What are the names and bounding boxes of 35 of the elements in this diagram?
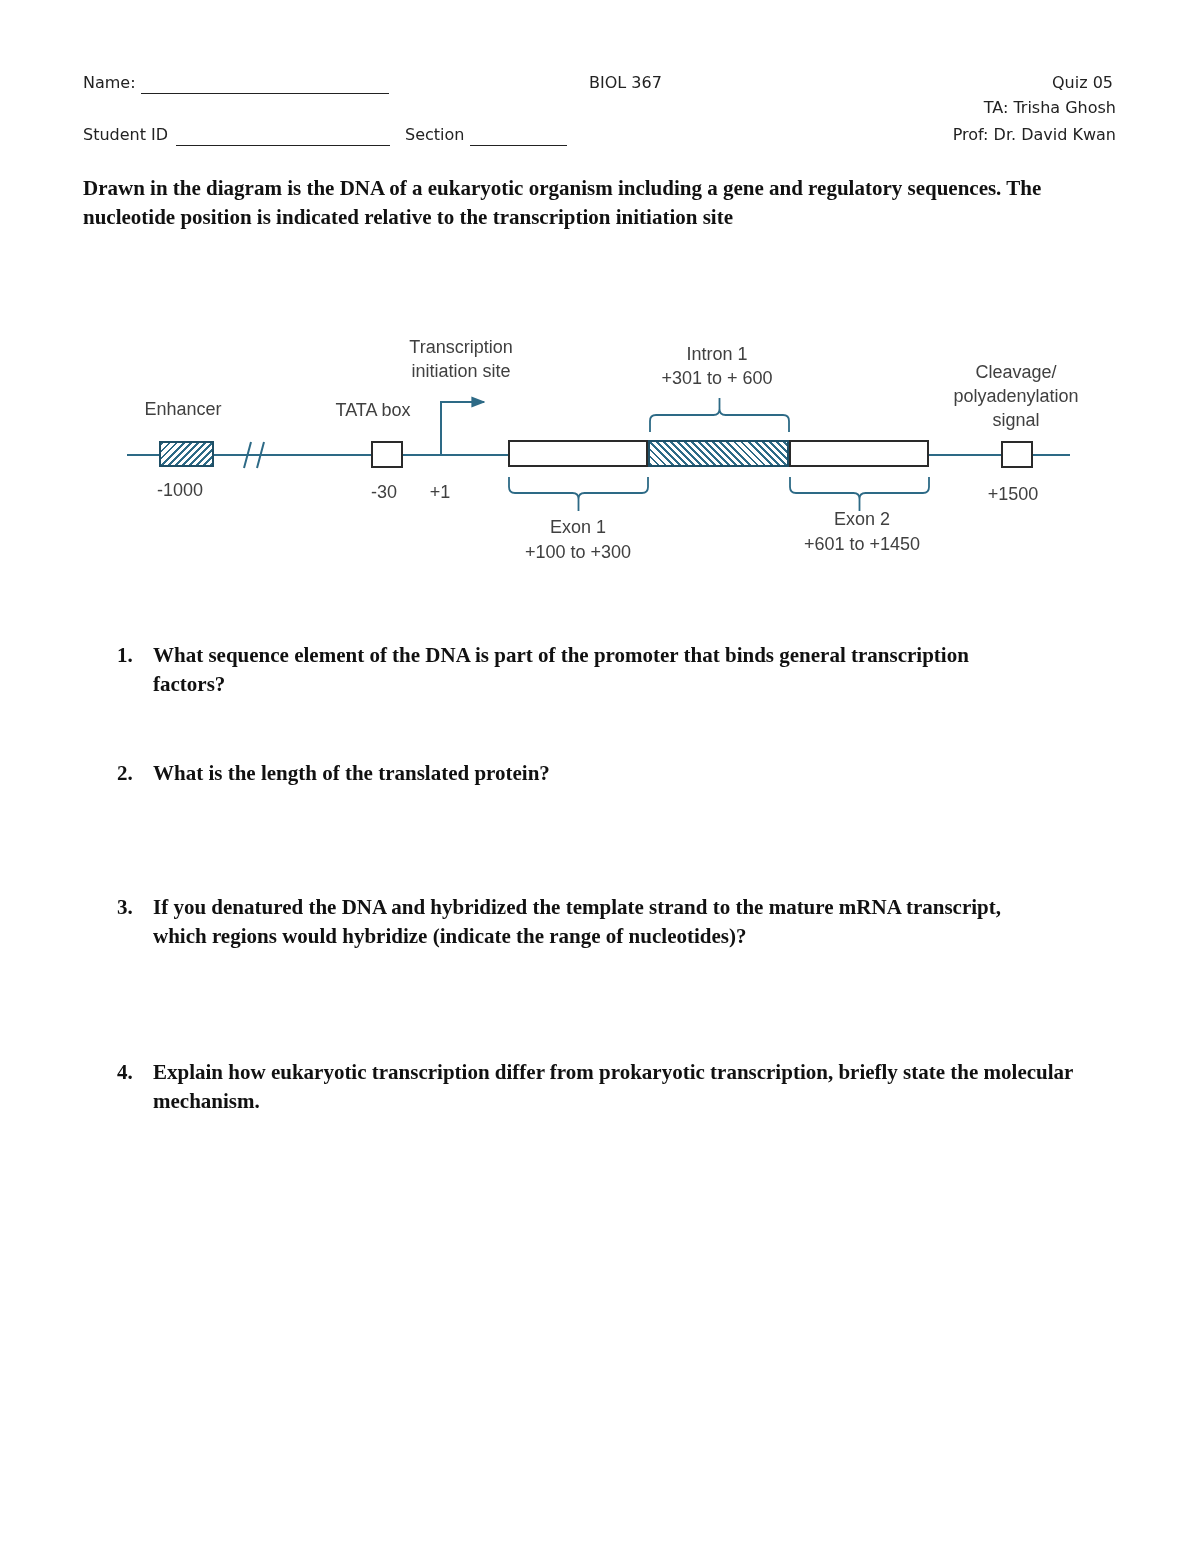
question-number: 4.: [117, 1059, 133, 1086]
region-label: Exon 1: [548, 516, 607, 539]
site-label: Transcription initiation site: [408, 336, 514, 383]
region-label: Exon 2: [832, 508, 891, 531]
position-label: -1000: [155, 479, 204, 502]
ta-name: TA: Trisha Ghosh: [982, 98, 1116, 117]
region-label: TATA box: [334, 399, 412, 422]
position-label: +1: [428, 481, 452, 504]
position-label: +1500: [986, 483, 1040, 506]
dna-strand: [402, 454, 509, 456]
dna-strand: [1032, 454, 1071, 456]
region-label: Cleavage/ polyadenylation signal: [952, 361, 1080, 432]
region-label: Intron 1: [685, 343, 749, 366]
quiz-number: Quiz 05: [1050, 73, 1113, 92]
position-label: -30: [370, 481, 398, 504]
professor-name: Prof: Dr. David Kwan: [951, 125, 1116, 144]
dna-strand: [928, 454, 1002, 456]
question-text: What sequence element of the DNA is part of the promoter that binds general transcription factors?: [153, 642, 970, 698]
position-label: +601 to +1450: [802, 533, 922, 556]
position-label: +100 to +300: [523, 541, 633, 564]
instructions-text: Drawn in the diagram is the DNA of a eukaryotic organism including a gene and regulatory sequences. The nucleotide position is indicated relative to the transcription initiation site: [83, 175, 1043, 231]
question-text: Explain how eukaryotic transcription differ from prokaryotic transcription, briefly state the molecular mechanism.: [153, 1059, 1075, 1115]
dna-strand: [126, 454, 160, 456]
field-label: Student ID: [83, 125, 169, 144]
field-label: Name:: [83, 73, 136, 92]
question-number: 2.: [117, 760, 133, 787]
region-label: Enhancer: [143, 398, 223, 421]
dna-strand: [213, 454, 372, 456]
question-text: If you denatured the DNA and hybridized the template strand to the mature mRNA transcript, which regions would hybridize (indicate the range of nucleotides)?: [153, 894, 1002, 950]
field-label: Section: [405, 125, 465, 144]
course-code: BIOL 367: [589, 73, 662, 92]
question-text: What is the length of the translated protein?: [153, 760, 551, 787]
question-number: 3.: [117, 894, 133, 921]
question-number: 1.: [117, 642, 133, 669]
position-label: +301 to + 600: [660, 367, 774, 390]
